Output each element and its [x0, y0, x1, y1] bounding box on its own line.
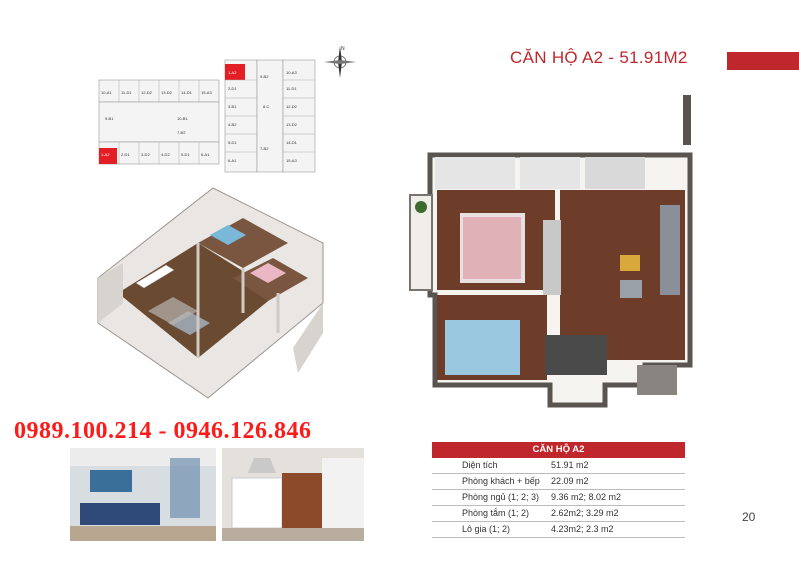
title-accent-bar — [727, 52, 799, 70]
kp-r-right-3: 13-D2 — [286, 122, 298, 127]
table-row: Phòng ngủ (1; 2; 3) 9.36 m2; 8.02 m2 — [432, 490, 685, 506]
kp-l-top-2: 12-D2 — [141, 90, 153, 95]
table-row: Phòng tắm (1; 2) 2.62m2; 3.29 m2 — [432, 506, 685, 522]
kp-r-mid-2: 7-B2 — [260, 146, 269, 151]
spec-label: Phòng tắm (1; 2) — [462, 508, 530, 518]
kp-l-top-3: 13-D2 — [161, 90, 173, 95]
kp-l-bot-1: 2-D1 — [121, 152, 130, 157]
kp-l-mid-2: 7-B2 — [177, 130, 186, 135]
hotline-phones: 0989.100.214 - 0946.126.846 — [14, 418, 312, 444]
spec-label: Lô gia (1; 2) — [462, 524, 511, 534]
spec-table-heading: CĂN HỘ A2 — [432, 442, 685, 458]
page-title: CĂN HỘ A2 - 51.91M2 — [510, 48, 688, 67]
kp-r-left-2: 3-B1 — [228, 104, 237, 109]
kp-r-mid-1: 8-C — [263, 104, 270, 109]
kp-r-right-4: 14-D1 — [286, 140, 298, 145]
apartment-3d-render — [97, 187, 324, 399]
table-row: Phòng khách + bếp 22.09 m2 — [432, 474, 685, 490]
kitchen-photo — [222, 448, 364, 541]
living-room-photo — [70, 448, 216, 541]
kp-l-bot-0: 1-A2 — [101, 152, 110, 157]
kp-l-mid-0: 9-B1 — [105, 116, 114, 121]
spec-label: Phòng ngủ (1; 2; 3) — [462, 492, 540, 502]
page-number: 20 — [742, 510, 756, 524]
spec-value: 2.62m2; 3.29 m2 — [551, 508, 619, 518]
spec-value: 4.23m2; 2.3 m2 — [551, 524, 614, 534]
kp-l-top-0: 10-A1 — [101, 90, 112, 95]
kp-r-left-5: 6-A1 — [228, 158, 237, 163]
apartment-floor-plan — [409, 95, 693, 408]
kp-l-bot-3: 4-D2 — [161, 152, 170, 157]
kp-r-right-5: 15-A3 — [286, 158, 297, 163]
spec-value: 51.91 m2 — [551, 460, 589, 470]
kp-r-right-2: 12-D2 — [286, 104, 298, 109]
compass-north-label: N — [341, 46, 345, 52]
kp-r-left-1: 2-D1 — [228, 86, 237, 91]
kp-l-bot-2: 3-D2 — [141, 152, 150, 157]
building-key-plan: 10-A1 11-D1 12-D2 13-D2 14-D1 15-A3 9-B1… — [98, 59, 316, 173]
kp-l-mid-1: 10-B1 — [177, 116, 188, 121]
highlight-unit-left — [99, 148, 117, 164]
kp-r-left-3: 4-B2 — [228, 122, 237, 127]
spec-label: Phòng khách + bếp — [462, 476, 540, 486]
kp-r-left-0: 1-A2 — [228, 70, 237, 75]
apartment-spec-table: CĂN HỘ A2 Diện tích 51.91 m2 Phòng khách… — [432, 442, 685, 538]
kp-r-right-0: 10-A3 — [286, 70, 297, 75]
kp-l-bot-5: 6-A1 — [201, 152, 210, 157]
kp-r-mid-0: 9-B2 — [260, 74, 269, 79]
spec-label: Diện tích — [462, 460, 498, 470]
kp-l-top-5: 15-A3 — [201, 90, 212, 95]
kp-l-bot-4: 5-D1 — [181, 152, 190, 157]
kp-l-top-1: 11-D1 — [121, 90, 132, 95]
kp-r-left-4: 5-D1 — [228, 140, 237, 145]
table-row: Diện tích 51.91 m2 — [432, 458, 685, 474]
table-row: Lô gia (1; 2) 4.23m2; 2.3 m2 — [432, 522, 685, 538]
highlight-unit-right — [225, 64, 245, 80]
spec-value: 22.09 m2 — [551, 476, 589, 486]
kp-l-top-4: 14-D1 — [181, 90, 193, 95]
compass-rose-icon: N — [324, 46, 356, 78]
kp-r-right-1: 11-D1 — [286, 86, 297, 91]
spec-value: 9.36 m2; 8.02 m2 — [551, 492, 622, 502]
